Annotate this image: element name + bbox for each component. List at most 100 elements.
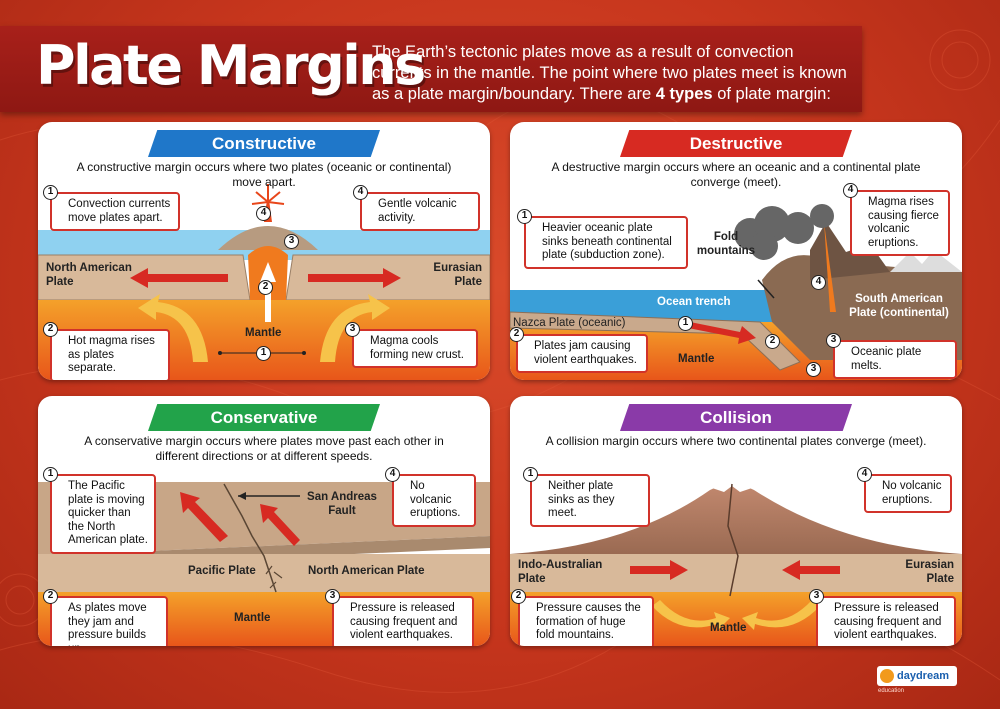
- mantle-label: Mantle: [245, 327, 282, 339]
- intro-text: The Earth’s tectonic plates move as a re…: [372, 42, 852, 105]
- callout-number: 4: [857, 467, 872, 482]
- fold-mountains-label: Fold mountains: [696, 231, 756, 257]
- collision-description: A collision margin occurs where two cont…: [545, 434, 927, 448]
- callout-number: 2: [43, 589, 58, 604]
- constructive-panel: Constructive A constructive margin occur…: [38, 122, 490, 380]
- north-american-arrow: [260, 504, 300, 546]
- marker-3: 3: [806, 362, 821, 377]
- callout-text: Heavier oceanic plate sinks beneath cont…: [542, 222, 672, 261]
- callout-number: 1: [43, 467, 58, 482]
- callout-text: Pressure is released causing frequent an…: [350, 602, 458, 641]
- callout-number: 1: [517, 209, 532, 224]
- right-plate-arrow: [308, 268, 401, 288]
- mantle-label: Mantle: [678, 353, 715, 365]
- callout-number: 2: [511, 589, 526, 604]
- callout-number: 4: [353, 185, 368, 200]
- callout-number: 4: [843, 183, 858, 198]
- conservative-panel: Conservative A conservative margin occur…: [38, 396, 490, 646]
- callout-text: Gentle volcanic activity.: [378, 198, 457, 224]
- mantle-arrow-left: [652, 600, 730, 630]
- callout-text: Convection currents move plates apart.: [68, 198, 171, 224]
- logo-mark-icon: [880, 669, 894, 683]
- pacific-plate-arrow: [180, 492, 228, 542]
- ash-cloud: [734, 204, 834, 260]
- magma-channel: [824, 222, 836, 312]
- destructive-description: A destructive margin occurs where an oce…: [551, 160, 921, 189]
- right-plate-label: Eurasian Plate: [433, 262, 482, 288]
- crust-front: [38, 554, 490, 592]
- collision-fault: [727, 483, 739, 597]
- south-american-plate-label: South American Plate (continental): [849, 293, 949, 319]
- callout-number: 2: [43, 322, 58, 337]
- eurasian-plate-arrow: [782, 560, 840, 580]
- callout-4: 4 No volcanic eruptions.: [385, 467, 476, 527]
- marker-4: 4: [811, 275, 826, 290]
- callout-number: 4: [385, 467, 400, 482]
- convection-arrow-left: [138, 294, 208, 362]
- fault-cracks: [265, 565, 283, 589]
- lava-splash: [251, 184, 285, 205]
- callout-4: 4 No volcanic eruptions.: [857, 467, 952, 513]
- callout-text: No volcanic eruptions.: [410, 480, 461, 519]
- marker-4: 4: [256, 206, 271, 221]
- fault-line: [223, 483, 277, 593]
- convection-arrow-right: [320, 294, 390, 362]
- marker-2: 2: [765, 334, 780, 349]
- san-andreas-fault-label: San Andreas Fault: [307, 491, 377, 517]
- north-american-plate-label: North American Plate: [308, 565, 425, 577]
- intro-part: The Earth’s tectonic plates move as a re…: [372, 43, 847, 103]
- conservative-title: Conservative: [148, 404, 380, 431]
- callout-text: Magma cools forming new crust.: [370, 335, 464, 361]
- callout-number: 3: [345, 322, 360, 337]
- fold-mountain: [510, 480, 962, 554]
- marker-2: 2: [258, 280, 273, 295]
- constructive-title: Constructive: [148, 130, 380, 157]
- marker-1: 1: [256, 346, 271, 361]
- callout-text: No volcanic eruptions.: [882, 480, 942, 506]
- callout-text: Plates jam causing violent earthquakes.: [534, 340, 637, 366]
- indo-australian-plate-label: Indo-Australian Plate: [518, 559, 603, 585]
- logo-name: daydream: [897, 670, 949, 682]
- callout-text: Pressure causes the formation of huge fo…: [536, 602, 641, 641]
- callout-text: Hot magma rises as plates separate.: [68, 335, 155, 374]
- publisher-logo: daydream: [877, 666, 957, 686]
- callout-text: Pressure is released causing frequent an…: [834, 602, 942, 641]
- crust-layer: [510, 554, 962, 592]
- callout-text: Magma rises causing fierce volcanic erup…: [868, 196, 939, 249]
- oceanic-plate: [510, 311, 801, 371]
- left-plate-arrow: [130, 268, 228, 288]
- mantle-label: Mantle: [710, 622, 747, 634]
- header-band: [0, 26, 862, 112]
- callout-text: The Pacific plate is moving quicker than…: [68, 480, 148, 546]
- collision-panel: Collision A collision margin occurs wher…: [510, 396, 962, 646]
- marker-1: 1: [678, 316, 693, 331]
- destructive-title: Destructive: [620, 130, 852, 157]
- callout-number: 2: [510, 327, 524, 342]
- callout-number: 1: [43, 185, 58, 200]
- callout-text: Oceanic plate melts.: [851, 346, 922, 372]
- destructive-panel: Destructive A destructive margin occurs …: [510, 122, 962, 380]
- callout-number: 3: [809, 589, 824, 604]
- callout-number: 3: [325, 589, 340, 604]
- subduction-arrow: [688, 322, 756, 344]
- ocean-trench-label: Ocean trench: [657, 296, 731, 308]
- mantle-arrow-right: [742, 600, 820, 630]
- intro-part: of plate margin:: [712, 85, 831, 103]
- callout-text: Neither plate sinks as they meet.: [548, 480, 615, 519]
- eurasian-plate-label: Eurasian Plate: [905, 559, 954, 585]
- callout-number: 3: [826, 333, 841, 348]
- left-plate-label: North American Plate: [46, 262, 132, 288]
